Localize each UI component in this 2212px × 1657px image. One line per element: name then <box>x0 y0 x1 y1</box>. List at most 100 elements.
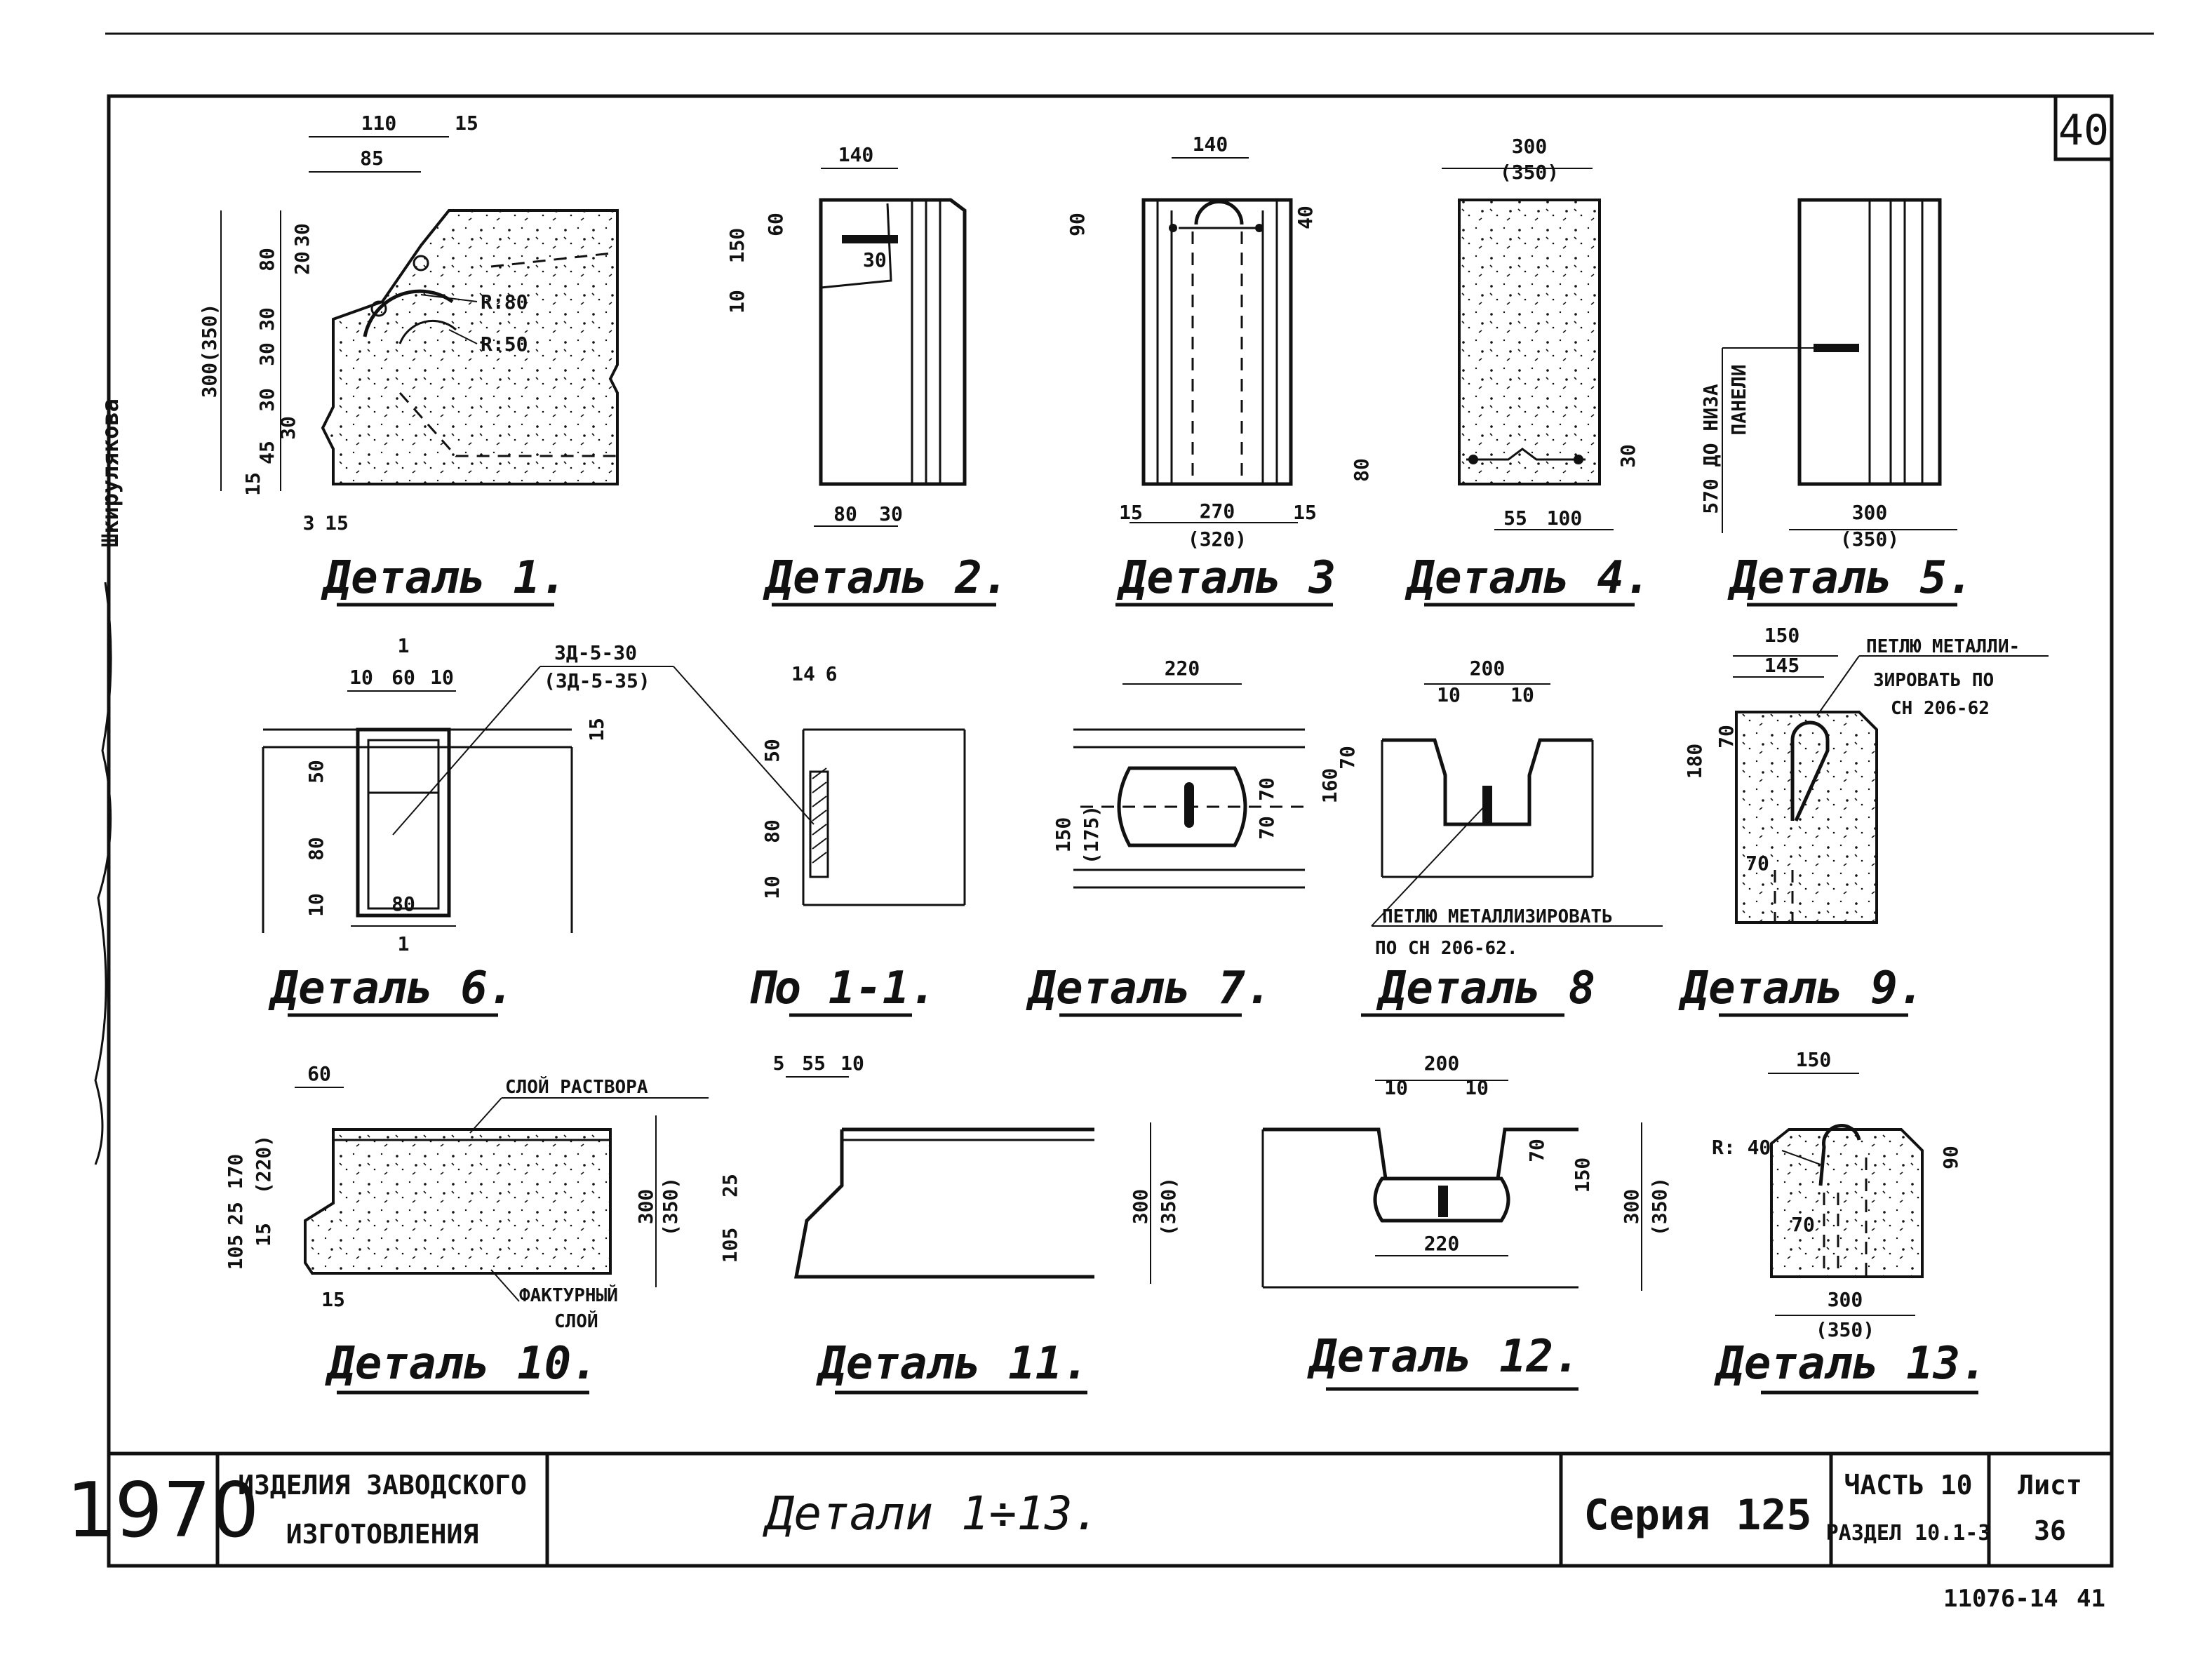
detail-12-label: Деталь 12. <box>1306 1331 1580 1383</box>
facing-layer-note-line2: СЛОЙ <box>554 1310 598 1332</box>
detail-8: 200 10 10 70 ПЕТЛЮ МЕТАЛЛИЗИРОВАТЬ ПО СН… <box>1336 657 1663 1017</box>
d3-dim: 15 <box>1119 501 1143 524</box>
d8-dim: 10 <box>1437 683 1461 706</box>
d12-dim: 300 <box>1620 1189 1643 1225</box>
detail-3: 140 90 40 15 270 (320) 15 Деталь 3 <box>1066 133 1336 607</box>
tb-year: 1970 <box>67 1467 260 1555</box>
detail-6-label: Деталь 6. <box>268 962 515 1014</box>
d8-dim: 200 <box>1470 657 1506 680</box>
d1-dim: 45 <box>255 441 279 464</box>
d10-dim: 25 <box>224 1202 247 1226</box>
d12-dim: 150 <box>1571 1158 1594 1193</box>
d10-dim: 300 <box>634 1189 657 1225</box>
d6-dim: 10 <box>304 893 328 917</box>
detail-7: 220 70 70 150 (175) 160 Деталь 7. <box>1026 657 1341 1017</box>
d6-dim: 60 <box>391 666 415 689</box>
d13-dim: 300 <box>1828 1288 1863 1311</box>
d3-dim: 140 <box>1193 133 1228 156</box>
drawing-frame <box>107 94 2114 1568</box>
d2-dim: 150 <box>725 228 749 264</box>
zd-alt-label: (ЗД-5-35) <box>544 669 650 692</box>
detail-12: 200 10 10 70 150 300 (350) 220 Деталь 12… <box>1261 1052 1671 1391</box>
tb-sheet-value: 36 <box>2034 1515 2066 1546</box>
s11-dim: 10 <box>760 876 784 899</box>
d12-dim: 70 <box>1525 1139 1548 1162</box>
zd-label: ЗД-5-30 <box>554 641 637 664</box>
d8-dim: 10 <box>1510 683 1534 706</box>
detail-4: 300 (350) 80 30 55 100 Деталь 4. <box>1350 135 1651 607</box>
detail-11: 5 55 10 25 105 300 (350) Деталь 11. <box>718 1052 1180 1395</box>
margin-signature <box>94 582 112 1165</box>
zd-annotation: ЗД-5-30 (ЗД-5-35) <box>392 641 815 836</box>
tb-title: Детали 1÷13. <box>763 1487 1101 1541</box>
d2-dim: 60 <box>764 213 787 236</box>
detail-10-label: Деталь 10. <box>324 1338 598 1390</box>
d4-dim: 100 <box>1547 507 1583 530</box>
tb-product-line2: ИЗГОТОВЛЕНИЯ <box>286 1519 479 1550</box>
d4-dim: 300 <box>1512 135 1548 158</box>
d9-dim: 150 <box>1764 624 1800 647</box>
d9-dim: 70 <box>1745 852 1769 875</box>
tb-series: Серия 125 <box>1583 1491 1811 1540</box>
d12-dim: (350) <box>1648 1177 1671 1236</box>
loop-note-9-line2: ЗИРОВАТЬ ПО <box>1873 670 1994 691</box>
d10-dim: 60 <box>307 1062 331 1085</box>
d12-dim: 200 <box>1424 1052 1460 1075</box>
facing-layer-note-line1: ФАКТУРНЫЙ <box>519 1284 618 1306</box>
d1-dim: 80 <box>255 248 279 271</box>
d2-dim: 30 <box>879 502 903 525</box>
d13-dim: 70 <box>1791 1213 1815 1236</box>
section-1-1-label: По 1-1. <box>747 962 937 1014</box>
loop-note-8-line2: ПО СН 206-62. <box>1375 938 1518 959</box>
detail-13: 150 R: 40 90 70 300 (350) Деталь 13. <box>1712 1048 1988 1395</box>
title-block: 1970 ИЗДЕЛИЯ ЗАВОДСКОГО ИЗГОТОВЛЕНИЯ Дет… <box>67 1451 2112 1566</box>
d1-dim: 30 <box>255 307 279 331</box>
s11-dim: 6 <box>826 662 838 685</box>
d10-dim: 170 <box>224 1154 247 1190</box>
detail-10: 60 (220) 170 25 15 105 15 300 (350) СЛОЙ… <box>224 1062 709 1395</box>
d1-dim: R:80 <box>481 290 528 314</box>
d3-dim: 270 <box>1200 499 1235 523</box>
d7-dim: 70 <box>1255 816 1278 840</box>
d2-dim: 140 <box>838 143 874 166</box>
d4-dim: 80 <box>1350 458 1373 482</box>
section-1-1: 14 6 50 80 10 По 1-1. <box>747 662 966 1017</box>
d1-dim: 3 <box>303 511 315 535</box>
d6-dim: 1 <box>398 932 410 955</box>
d9-dim: 180 <box>1683 744 1706 779</box>
detail-1: 110 15 85 80 30 20 30 30 30 30 45 15 3 1… <box>198 112 619 607</box>
d11-dim: 10 <box>840 1052 864 1075</box>
d1-dim: 15 <box>325 511 349 535</box>
d1-dim: 110 <box>361 112 397 135</box>
d2-dim: 80 <box>833 502 857 525</box>
detail-1-label: Деталь 1. <box>321 552 568 604</box>
d9-dim: 145 <box>1764 654 1800 677</box>
detail-7-label: Деталь 7. <box>1026 962 1273 1014</box>
detail-8-label: Деталь 8 <box>1376 962 1595 1014</box>
d12-dim: 220 <box>1424 1232 1460 1255</box>
detail-2: 140 60 150 30 10 80 30 Деталь 2. <box>725 143 1010 607</box>
d4-dim: 55 <box>1503 507 1527 530</box>
d13-dim: 90 <box>1939 1146 1962 1169</box>
d3-dim: 90 <box>1066 213 1089 236</box>
d1-dim: 15 <box>455 112 478 135</box>
d1-dim: 30 <box>290 223 314 247</box>
footer-page: 41 <box>2077 1585 2105 1613</box>
d6-dim: 10 <box>430 666 454 689</box>
d1-dim: 20 <box>290 251 314 275</box>
d10-dim: 15 <box>321 1288 345 1311</box>
d1-dim: 30 <box>255 388 279 412</box>
detail-5-label: Деталь 5. <box>1727 552 1974 604</box>
tb-sheet-label: Лист <box>2018 1470 2082 1501</box>
d5-dim: 570 ДО НИЗА <box>1699 384 1722 514</box>
d1-dim: 15 <box>241 472 264 496</box>
detail-2-label: Деталь 2. <box>763 552 1010 604</box>
d13-dim: 150 <box>1796 1048 1832 1071</box>
margin-stamp: Шкирулякова <box>97 398 123 547</box>
d6-dim: 10 <box>349 666 373 689</box>
d1-dim: 30 <box>276 416 300 440</box>
s11-dim: 14 <box>791 662 815 685</box>
detail-4-label: Деталь 4. <box>1405 552 1651 604</box>
loop-note-9-line3: СН 206-62 <box>1891 698 1990 719</box>
